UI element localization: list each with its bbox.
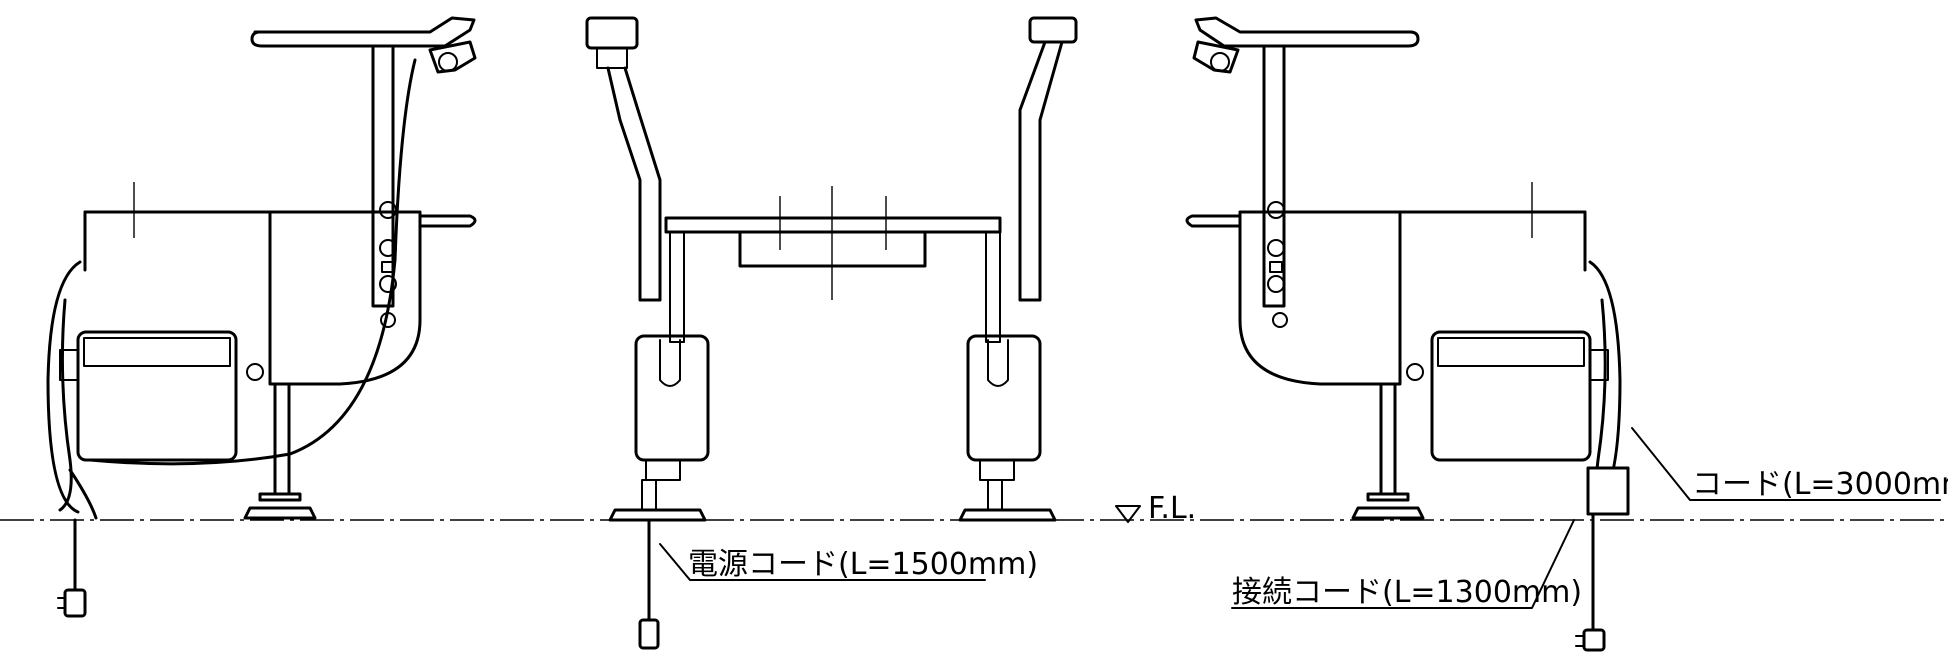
connection-cord-label: 接続コード(L=1300mm) [1232, 575, 1582, 610]
front-view [585, 16, 1078, 650]
left-side-view [46, 16, 477, 618]
floor-level-triangle-icon [1115, 505, 1141, 523]
plug-icon [638, 618, 660, 650]
plug-icon [57, 588, 87, 618]
floor-level-label: F.L. [1148, 491, 1196, 526]
power-cord-label: 電源コード(L=1500mm) [688, 547, 1038, 582]
plug-icon [1575, 628, 1606, 652]
cord-3000-label: コード(L=3000mm) [1692, 467, 1948, 502]
right-side-view [1185, 16, 1941, 652]
